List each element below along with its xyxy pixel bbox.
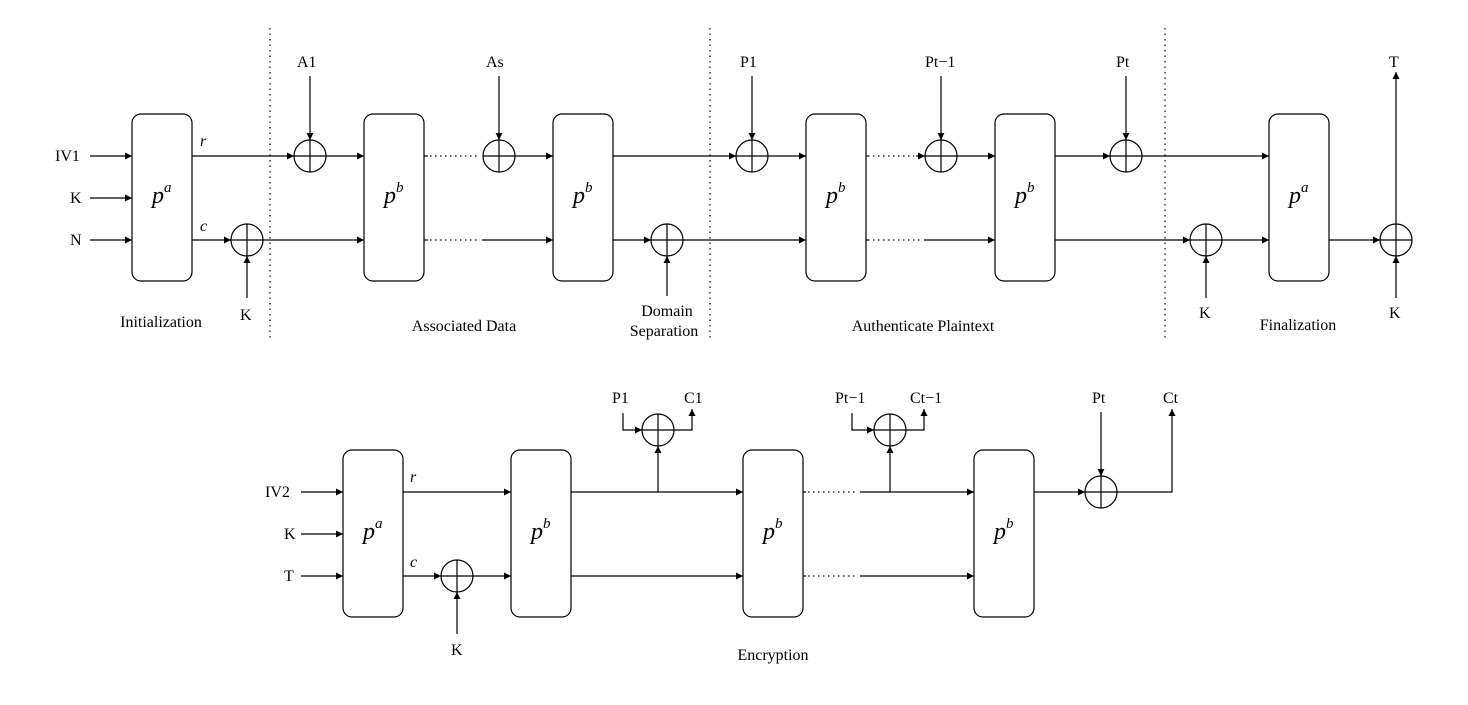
phase-label-initialization: Initialization [120, 314, 202, 331]
xor-icon [1379, 223, 1413, 257]
pair-1-c-label: C1 [684, 390, 703, 407]
perm-b-enc-2: pb [742, 449, 804, 618]
svg-text:pb: pb [571, 180, 593, 209]
svg-text:pb: pb [761, 516, 783, 545]
rate-label: r [410, 469, 417, 486]
domain-sep-label-2: Separation [630, 323, 698, 340]
top-diagram: IV1 K N pa pb pb pb pb pa [55, 28, 1413, 340]
svg-text:pa: pa [150, 180, 172, 209]
phase-label-associated-data: Associated Data [412, 318, 516, 335]
pt-last-label: Pt [1116, 54, 1130, 71]
domain-sep-label-1: Domain [641, 303, 693, 320]
key-label: K [240, 307, 252, 324]
svg-text:pa: pa [361, 516, 383, 545]
xor-icon [873, 413, 907, 447]
ad-first-label: A1 [297, 54, 317, 71]
phase-label-finalization: Finalization [1260, 317, 1336, 334]
plaintext-arrow [851, 413, 874, 434]
ciphertext-arrow [906, 409, 928, 431]
xor-icon [482, 139, 516, 173]
ciphertext-arrow [674, 409, 696, 431]
pt-first-label: P1 [740, 54, 757, 71]
xor-icon [1189, 223, 1223, 257]
perm-a-enc-init: pa [342, 449, 404, 618]
phase-label-authenticate-plaintext: Authenticate Plaintext [852, 318, 995, 335]
perm-b-ad-2: pb [552, 113, 614, 282]
input-k-label: K [284, 526, 296, 543]
input-k-label: K [70, 190, 82, 207]
svg-text:pb: pb [529, 516, 551, 545]
ciphertext-arrow [1117, 409, 1176, 493]
pt-prev-label: Pt−1 [925, 54, 955, 71]
key-label: K [1199, 305, 1211, 322]
caption-encryption: Encryption [737, 647, 808, 664]
xor-icon [924, 139, 958, 173]
key-label: K [1389, 305, 1401, 322]
perm-a-final: pa [1268, 113, 1330, 282]
pair-3-c-label: Ct [1163, 390, 1179, 407]
xor-icon [650, 223, 684, 257]
ad-last-label: As [486, 54, 504, 71]
perm-b-enc-3: pb [973, 449, 1035, 618]
xor-icon [641, 413, 675, 447]
pair-1-p-label: P1 [612, 390, 629, 407]
capacity-label: c [410, 554, 417, 571]
perm-b-pt-1: pb [805, 113, 867, 282]
key-label: K [451, 642, 463, 659]
pair-2-p-label: Pt−1 [835, 390, 865, 407]
perm-b-enc-1: pb [510, 449, 572, 618]
svg-text:pb: pb [992, 516, 1014, 545]
xor-icon [1084, 475, 1118, 509]
perm-b-ad-1: pb [363, 113, 425, 282]
bottom-diagram: IV2 K T pa pb pb pb r c [265, 390, 1179, 664]
perm-b-pt-2: pb [994, 113, 1056, 282]
plaintext-arrow [622, 413, 642, 434]
input-n-label: N [70, 232, 82, 249]
input-t-label: T [284, 568, 294, 585]
xor-icon [1109, 139, 1143, 173]
xor-icon [440, 559, 474, 593]
tag-label: T [1389, 54, 1399, 71]
pair-3-p-label: Pt [1092, 390, 1106, 407]
svg-text:pb: pb [1013, 180, 1035, 209]
capacity-label: c [200, 218, 207, 235]
svg-text:pa: pa [1287, 180, 1309, 209]
pair-2-c-label: Ct−1 [910, 390, 942, 407]
xor-icon [230, 223, 264, 257]
svg-text:pb: pb [382, 180, 404, 209]
perm-a-init: pa [131, 113, 193, 282]
xor-icon [293, 139, 327, 173]
input-iv1-label: IV1 [55, 148, 80, 165]
rate-label: r [200, 133, 207, 150]
svg-text:pb: pb [824, 180, 846, 209]
input-iv2-label: IV2 [265, 484, 290, 501]
xor-icon [735, 139, 769, 173]
